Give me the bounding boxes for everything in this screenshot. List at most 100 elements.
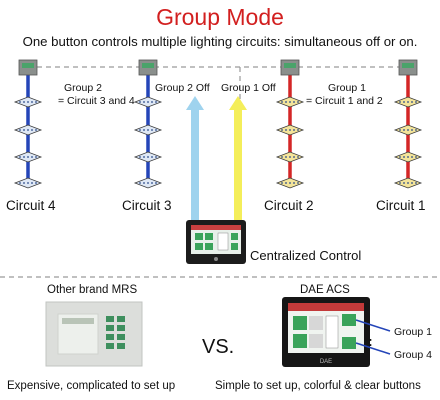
callout-line-bottom xyxy=(355,342,391,355)
light-led xyxy=(415,156,417,158)
light-led xyxy=(31,101,33,103)
light-led xyxy=(19,182,21,184)
light-led xyxy=(293,101,295,103)
callout-line-top xyxy=(355,319,391,332)
dae-panel-group-button xyxy=(342,314,356,326)
page-title: Group Mode xyxy=(156,4,284,30)
light-led xyxy=(155,156,157,158)
dae-acs-caption: Simple to set up, colorful & clear butto… xyxy=(215,380,421,392)
light-led xyxy=(403,182,405,184)
group2-off-label: Group 2 Off xyxy=(155,82,210,94)
relay-module-led xyxy=(402,63,414,68)
light-led xyxy=(143,129,145,131)
central-touch-panel xyxy=(186,220,246,264)
light-led xyxy=(407,101,409,103)
light-led xyxy=(403,156,405,158)
light-led xyxy=(293,129,295,131)
group1-label: Group 1 xyxy=(328,82,366,94)
panel-button xyxy=(205,233,213,240)
light-led xyxy=(403,129,405,131)
panel-button xyxy=(231,243,238,250)
light-led xyxy=(35,156,37,158)
vs-label: VS. xyxy=(202,336,235,358)
light-led xyxy=(139,182,141,184)
dae-panel-group-button xyxy=(342,337,356,349)
light-led xyxy=(293,156,295,158)
light-led xyxy=(143,182,145,184)
light-led xyxy=(281,156,283,158)
keypad-button xyxy=(117,343,125,349)
light-led xyxy=(139,129,141,131)
keypad-button xyxy=(106,325,114,331)
light-led xyxy=(139,156,141,158)
light-led xyxy=(147,156,149,158)
light-led xyxy=(411,182,413,184)
light-led xyxy=(19,129,21,131)
light-led xyxy=(297,156,299,158)
other-brand-keypad xyxy=(45,301,143,367)
dae-panel-button xyxy=(309,334,323,348)
group2-label: Group 2 xyxy=(64,82,102,94)
dae-panel-info xyxy=(325,315,339,349)
light-led xyxy=(281,101,283,103)
light-led xyxy=(281,182,283,184)
panel-logo-dot xyxy=(214,257,218,261)
light-led xyxy=(297,101,299,103)
keypad-button xyxy=(117,334,125,340)
group2-off-arrow-head xyxy=(186,96,204,110)
light-led xyxy=(155,129,157,131)
light-led xyxy=(19,156,21,158)
light-led xyxy=(139,101,141,103)
group1-off-arrow-head xyxy=(229,96,247,110)
light-led xyxy=(289,101,291,103)
light-led xyxy=(23,101,25,103)
page-subtitle: One button controls multiple lighting ci… xyxy=(22,34,418,49)
circuit-1 xyxy=(393,59,423,189)
dae-panel-button xyxy=(293,334,307,348)
group2-off-arrow-shaft xyxy=(191,108,199,222)
group1-desc: = Circuit 1 and 2 xyxy=(306,95,383,107)
panel-button xyxy=(195,243,203,250)
light-led xyxy=(407,129,409,131)
panel-button xyxy=(231,233,238,240)
callout-group1: Group 1 xyxy=(394,326,432,338)
relay-module-led xyxy=(142,63,154,68)
light-led xyxy=(285,182,287,184)
keypad-button xyxy=(106,343,114,349)
circuit-2 xyxy=(275,59,305,189)
light-led xyxy=(35,101,37,103)
callout-ellipsis: : xyxy=(368,333,373,349)
dae-panel-logo: DAE xyxy=(320,359,332,365)
light-led xyxy=(27,156,29,158)
light-led xyxy=(151,129,153,131)
light-led xyxy=(27,129,29,131)
callout-group4: Group 4 xyxy=(394,349,432,361)
light-led xyxy=(151,182,153,184)
group1-off-arrow-shaft xyxy=(234,108,242,222)
light-led xyxy=(143,156,145,158)
panel-header-bar xyxy=(191,225,241,230)
other-brand-caption: Expensive, complicated to set up xyxy=(7,380,176,392)
dae-panel-button xyxy=(293,316,307,330)
light-led xyxy=(415,129,417,131)
light-led xyxy=(147,129,149,131)
keypad-button xyxy=(117,316,125,322)
light-led xyxy=(27,101,29,103)
light-led xyxy=(289,156,291,158)
dae-acs-panel: DAE xyxy=(282,297,370,367)
light-led xyxy=(297,129,299,131)
circuit-3-label: Circuit 3 xyxy=(122,198,172,213)
light-led xyxy=(147,182,149,184)
group1-off-label: Group 1 Off xyxy=(221,82,276,94)
light-led xyxy=(293,182,295,184)
light-led xyxy=(151,156,153,158)
light-led xyxy=(407,182,409,184)
light-led xyxy=(147,101,149,103)
light-led xyxy=(415,101,417,103)
light-led xyxy=(297,182,299,184)
panel-button xyxy=(205,243,213,250)
light-led xyxy=(415,182,417,184)
circuit-4-label: Circuit 4 xyxy=(6,198,56,213)
light-led xyxy=(411,101,413,103)
